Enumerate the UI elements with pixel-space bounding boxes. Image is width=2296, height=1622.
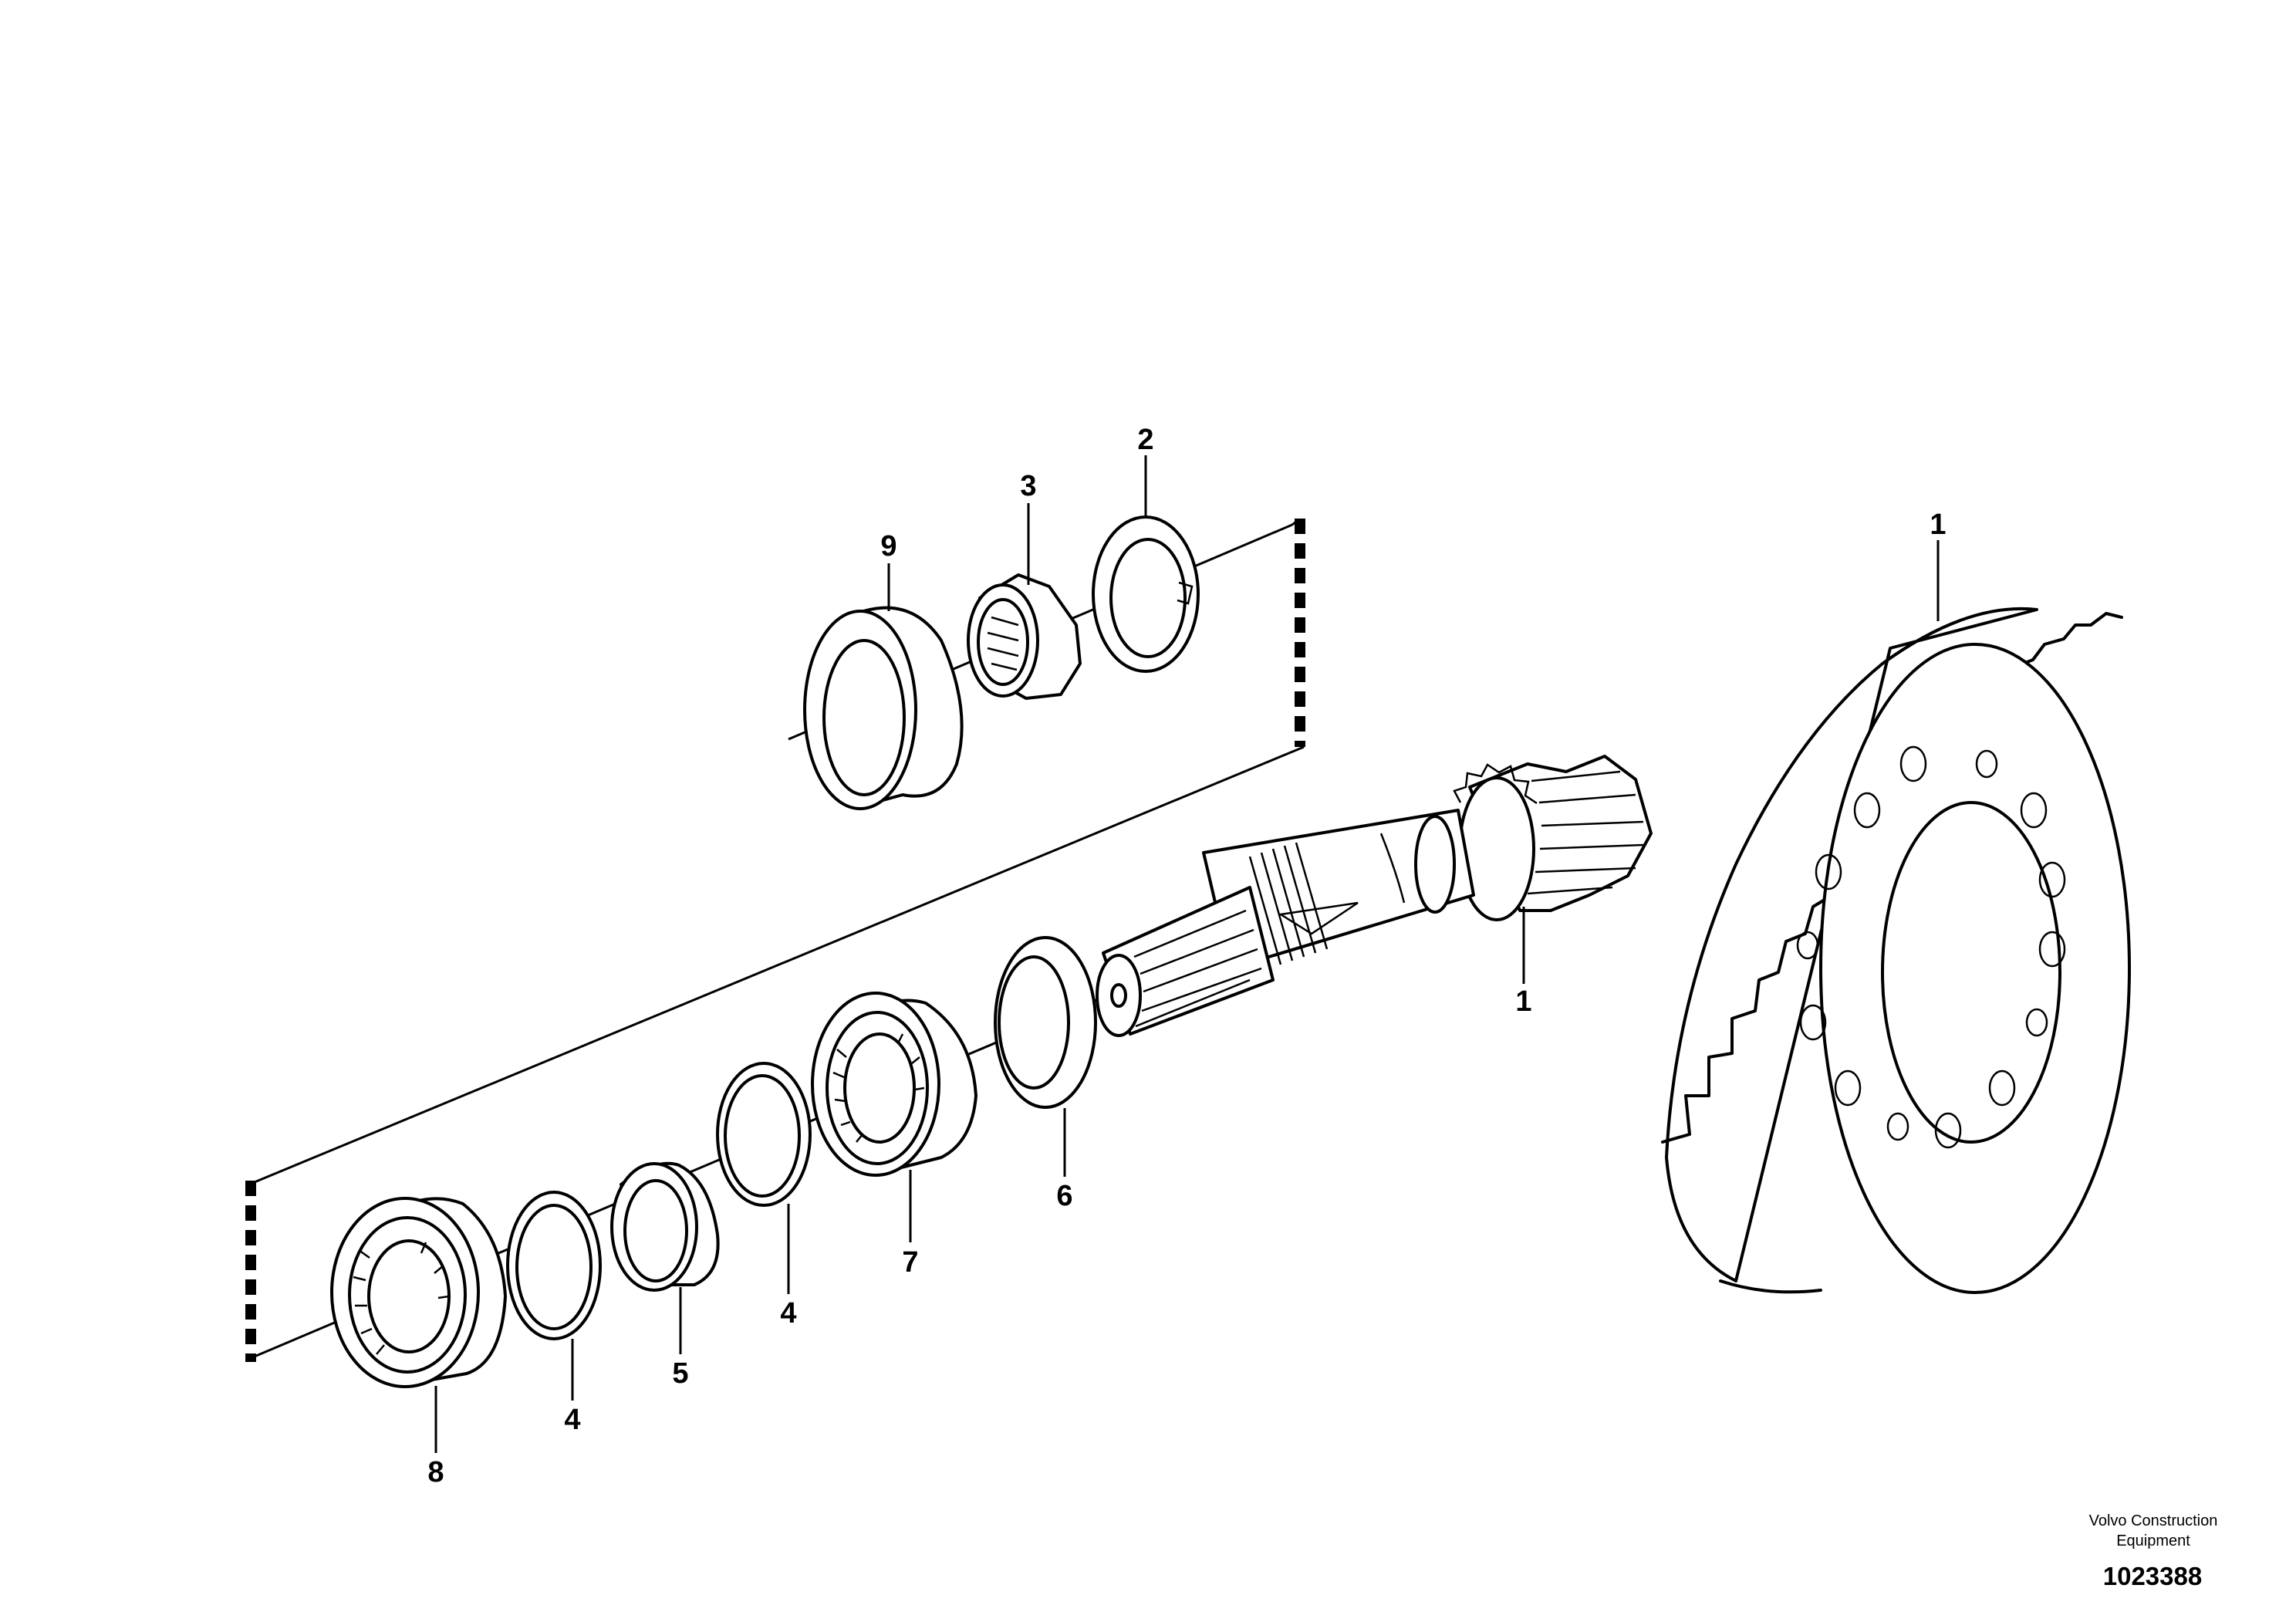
callout-9: 9: [880, 530, 896, 563]
callout-2: 2: [1137, 424, 1153, 456]
callout-4-upper: 4: [780, 1297, 796, 1330]
shim-ring-lower: [506, 1191, 602, 1340]
callout-6: 6: [1056, 1180, 1072, 1212]
callout-1-crown-gear: 1: [1930, 509, 1946, 541]
thrust-washer: [994, 936, 1097, 1109]
seal-ring: [803, 606, 964, 810]
callout-4-lower: 4: [564, 1404, 580, 1436]
roller-bearing-outer: [330, 1197, 507, 1388]
shim-ring-upper: [716, 1062, 812, 1207]
seal-sleeve: [610, 1161, 720, 1292]
crown-gear-bolt-holes: [1796, 745, 2066, 1149]
callout-labels: 1 1 2 3 9 6 7 4 5 4 8: [427, 424, 1946, 1489]
drawing-number: 1023388: [2102, 1562, 2203, 1590]
crown-gear: [1661, 607, 2131, 1294]
callout-5: 5: [672, 1357, 688, 1390]
slotted-nut: [967, 573, 1082, 700]
callout-1-pinion: 1: [1515, 985, 1531, 1018]
callout-8: 8: [427, 1456, 444, 1489]
roller-bearing-inner: [811, 992, 977, 1177]
callout-3: 3: [1020, 470, 1036, 502]
footer-company-name: Volvo Construction Equipment: [2088, 1512, 2218, 1549]
tab-washer: [1092, 515, 1200, 673]
leader-lines: [434, 455, 1940, 1453]
pinion-shaft: [1096, 755, 1653, 1037]
callout-7: 7: [902, 1246, 918, 1279]
